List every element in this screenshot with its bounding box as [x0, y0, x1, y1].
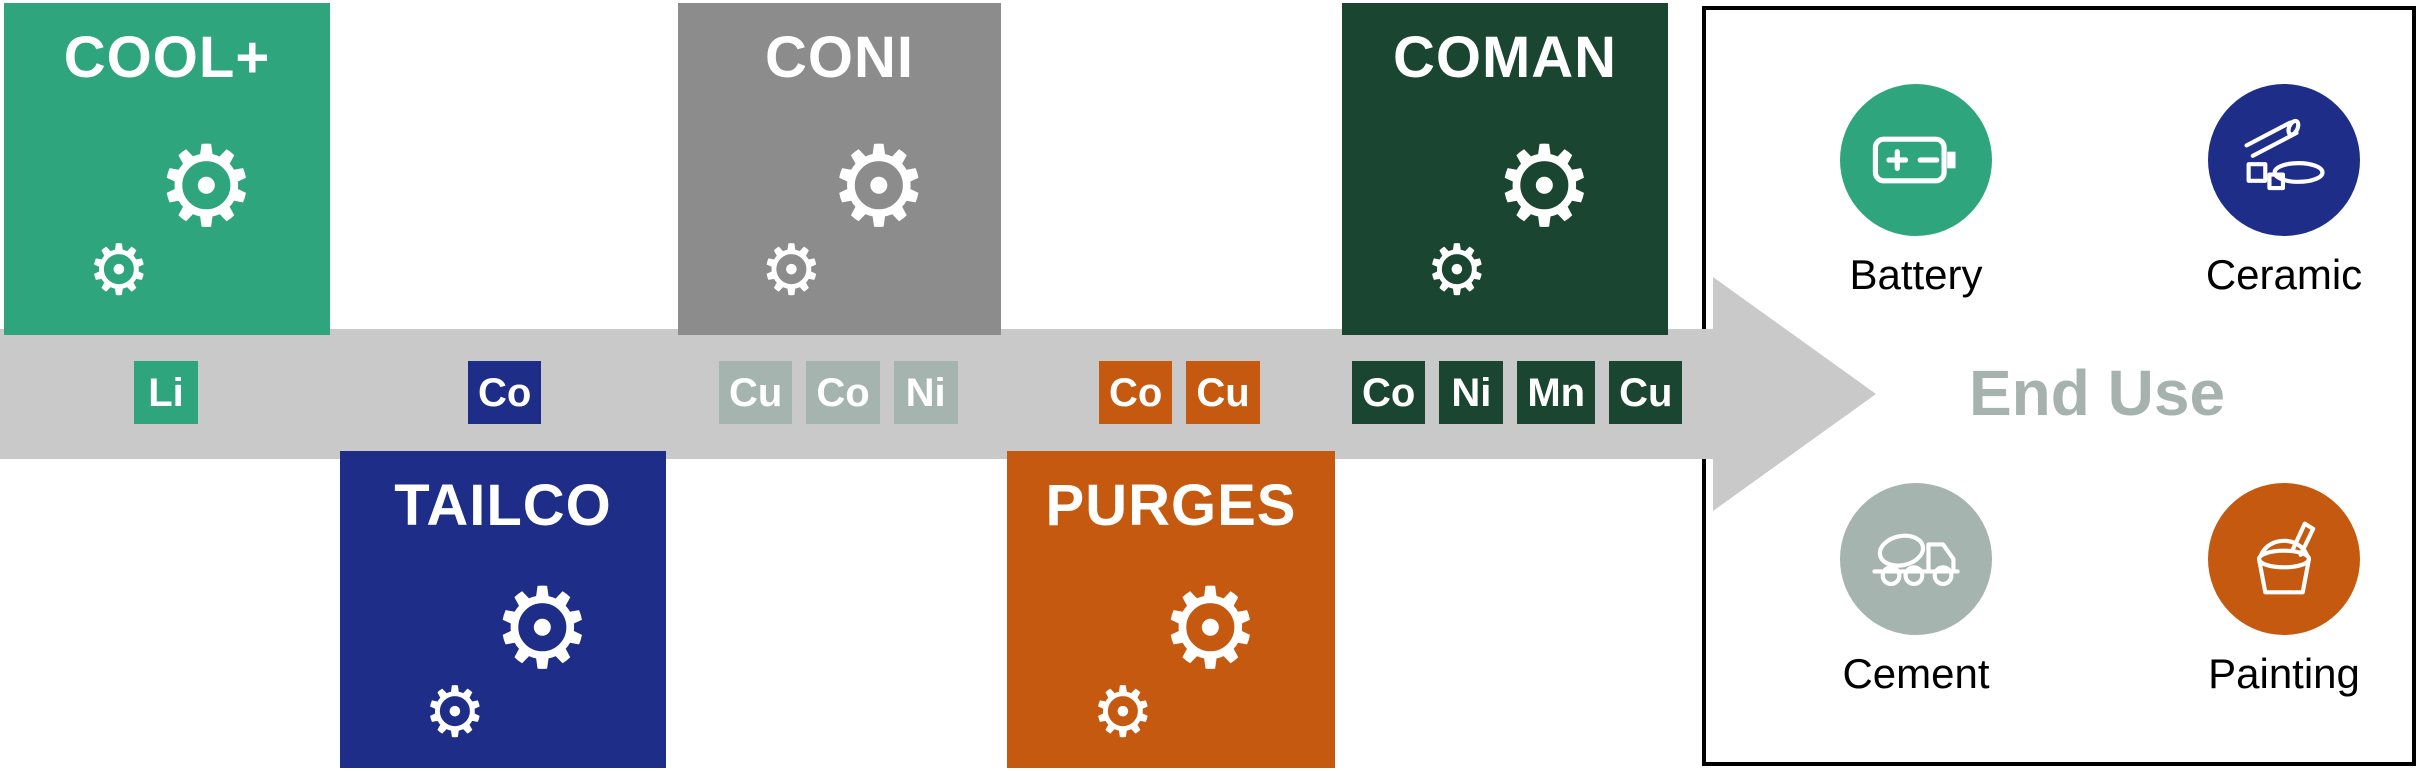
end-use-item-battery: Battery: [1796, 84, 2036, 298]
chip-group-tailco: Co: [468, 361, 542, 424]
gears-icon: [742, 131, 937, 311]
painting-glyph: [2256, 521, 2316, 595]
gear-small-icon: [1426, 235, 1489, 305]
stage-box-coni: CONI: [678, 3, 1001, 335]
gear-small-icon: [88, 235, 151, 305]
painting-icon: [2208, 483, 2360, 635]
stage-title-coman: COMAN: [1392, 25, 1618, 90]
element-chip-co-purges: Co: [1099, 361, 1173, 424]
end-use-item-cement: Cement: [1796, 483, 2036, 697]
gears-icon: [1408, 131, 1603, 311]
chip-group-coman: Co Ni Mn Cu: [1352, 361, 1683, 424]
battery-glyph: [1872, 136, 1956, 184]
stage-title-tailco: TAILCO: [394, 473, 612, 538]
element-chip-ni-coni: Ni: [893, 361, 958, 424]
element-chip-co-tailco: Co: [468, 361, 542, 424]
process-arrow-head: [1713, 277, 1876, 511]
element-chip-co-coni: Co: [806, 361, 880, 424]
ceramic-icon: [2208, 84, 2360, 236]
chip-group-coni: Cu Co Ni: [719, 361, 958, 424]
gear-small-icon: [424, 677, 487, 747]
gear-small-icon: [760, 235, 823, 305]
element-chip-mn-coman: Mn: [1517, 361, 1596, 424]
end-use-title: End Use: [1968, 357, 2226, 429]
stage-box-cool: COOL+: [4, 3, 330, 335]
element-chip-cu-purges: Cu: [1186, 361, 1260, 424]
gear-large-icon: [1494, 131, 1594, 243]
element-chip-li: Li: [134, 361, 198, 424]
stage-title-coni: CONI: [765, 25, 914, 90]
end-use-label-cement: Cement: [1842, 650, 1990, 697]
gear-large-icon: [829, 131, 929, 243]
stage-box-purges: PURGES: [1007, 451, 1335, 768]
gear-small-icon: [1092, 677, 1155, 747]
stage-title-purges: PURGES: [1045, 473, 1297, 538]
chip-group-purges: Co Cu: [1099, 361, 1260, 424]
gears-icon: [1074, 573, 1269, 753]
end-use-item-painting: Painting: [2164, 483, 2404, 697]
stage-title-cool: COOL+: [63, 25, 271, 90]
gear-large-icon: [492, 573, 592, 685]
battery-icon: [1840, 84, 1992, 236]
gear-large-icon: [156, 131, 256, 243]
gears-icon: [406, 573, 601, 753]
element-chip-co-coman: Co: [1352, 361, 1426, 424]
stage-box-tailco: TAILCO: [340, 451, 666, 768]
ceramic-glyph: [2244, 118, 2325, 191]
stage-box-coman: COMAN: [1342, 3, 1668, 335]
gears-icon: [70, 131, 265, 311]
end-use-label-painting: Painting: [2208, 650, 2360, 697]
element-chip-cu-coni: Cu: [719, 361, 793, 424]
end-use-label-ceramic: Ceramic: [2205, 251, 2363, 298]
gear-large-icon: [1160, 573, 1260, 685]
element-chip-ni-coman: Ni: [1439, 361, 1504, 424]
chip-group-cool: Li: [134, 361, 198, 424]
element-chip-cu-coman: Cu: [1609, 361, 1683, 424]
end-use-item-ceramic: Ceramic: [2164, 84, 2404, 298]
end-use-panel: Battery Ceramic: [1702, 6, 2416, 766]
cement-glyph: [1872, 533, 1960, 587]
